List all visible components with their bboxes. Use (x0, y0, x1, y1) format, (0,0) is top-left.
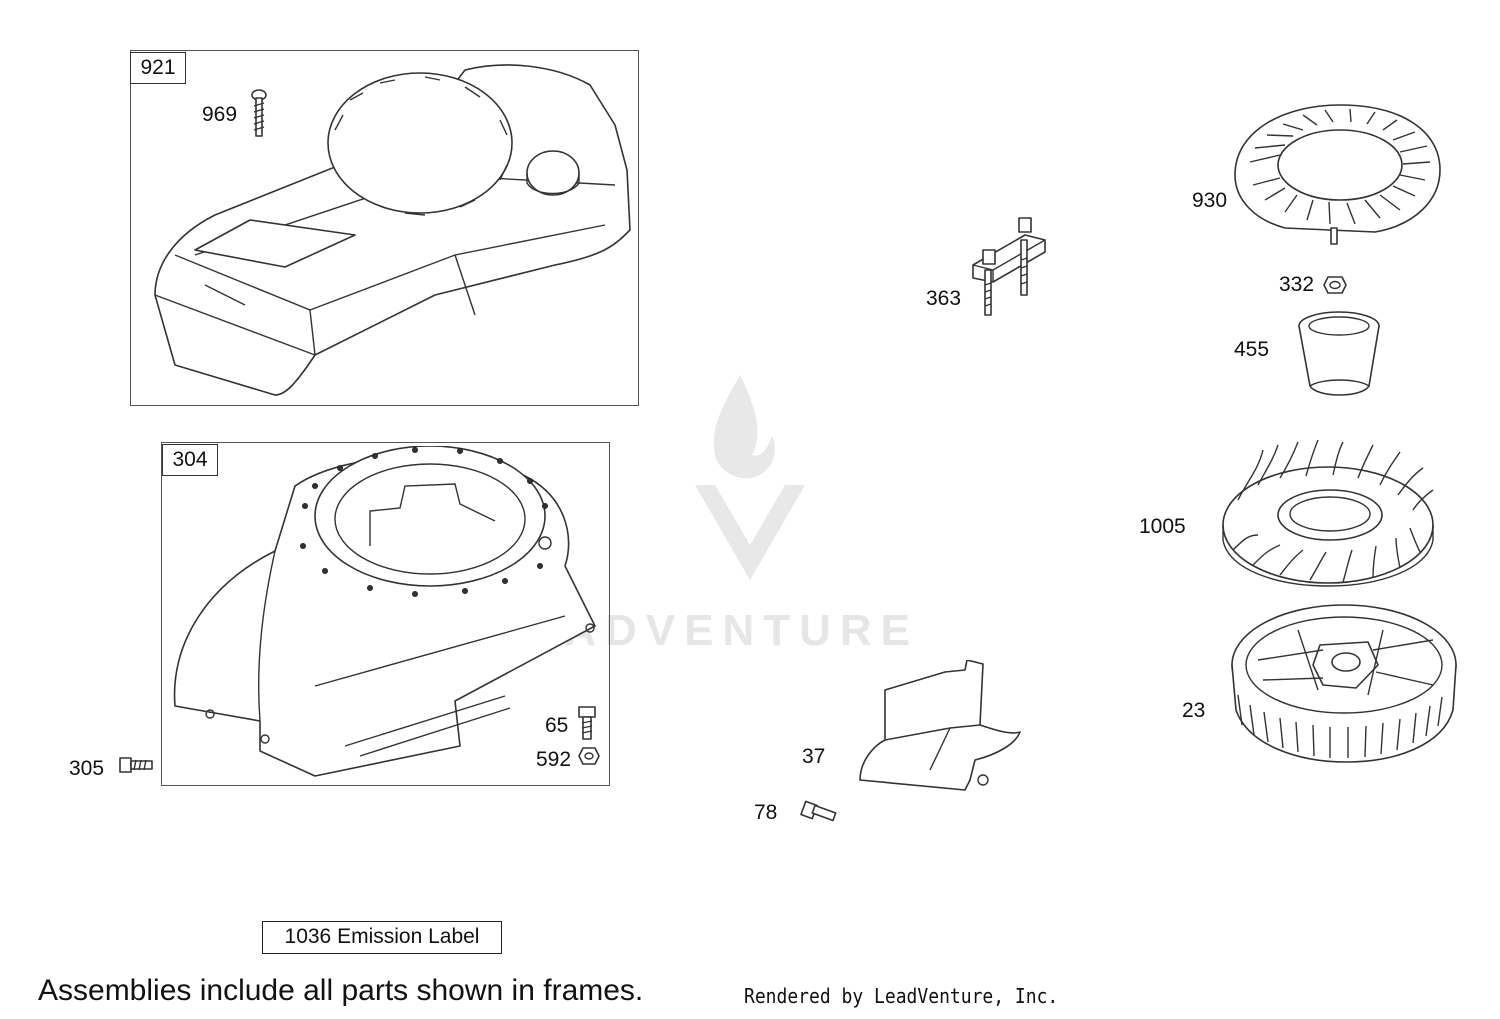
emission-label-box: 1036 Emission Label (262, 921, 502, 954)
part-305-label: 305 (69, 757, 105, 780)
frame-921-tag: 921 (130, 52, 186, 84)
watermark-logo (695, 375, 805, 580)
frame-304 (161, 442, 610, 786)
part-363-label: 363 (926, 287, 962, 310)
blower-cover-drawing (154, 64, 631, 396)
part-455-label: 455 (1234, 338, 1270, 361)
part-930-label: 930 (1192, 189, 1228, 212)
cup-455-drawing (1298, 311, 1380, 396)
assemblies-note: Assemblies include all parts shown in fr… (38, 974, 644, 1007)
bolt-65-drawing (578, 706, 596, 740)
frame-921 (130, 50, 639, 406)
screen-930-drawing (1234, 104, 1441, 245)
part-1005-label: 1005 (1139, 515, 1186, 538)
flywheel-23-drawing (1231, 604, 1457, 763)
fan-1005-drawing (1222, 440, 1434, 587)
frame-304-tag: 304 (162, 444, 218, 476)
nut-332-drawing (1323, 276, 1347, 294)
bracket-363-drawing (972, 217, 1046, 316)
part-23-label: 23 (1182, 699, 1206, 722)
part-332-label: 332 (1279, 273, 1315, 296)
screw-305-drawing (119, 757, 153, 773)
nut-592-drawing (578, 747, 600, 765)
screw-78-drawing (800, 800, 837, 822)
part-65-label: 65 (545, 714, 569, 737)
part-592-label: 592 (536, 748, 572, 771)
screw-969-drawing (251, 89, 267, 137)
part-37-label: 37 (802, 745, 826, 768)
baffle-37-drawing (859, 660, 1021, 791)
part-969-label: 969 (202, 103, 238, 126)
render-credit: Rendered by LeadVenture, Inc. (744, 984, 1059, 1008)
blower-housing-drawing (173, 446, 596, 777)
part-78-label: 78 (754, 801, 778, 824)
